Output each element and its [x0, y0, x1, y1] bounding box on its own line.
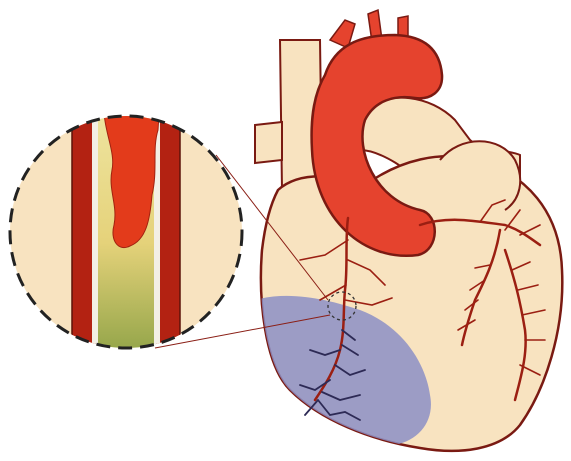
left-pulmonary-veins	[255, 122, 282, 163]
artery-cross-section	[72, 100, 180, 360]
artery-intima-left	[92, 100, 98, 360]
magnifier-circle	[10, 100, 242, 360]
